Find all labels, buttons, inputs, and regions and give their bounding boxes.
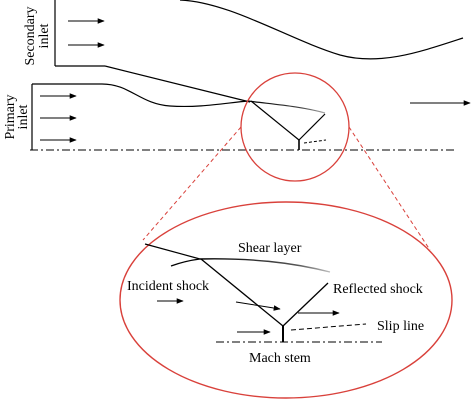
mach-stem-label: Mach stem [249, 351, 311, 366]
secondary-inlet-label: Secondary [23, 6, 38, 65]
slip-line-label: Slip line [377, 319, 424, 334]
detail-flow-arrow [235, 301, 281, 311]
nozzle-lower-detail [170, 258, 201, 267]
zoom-guide-left [142, 126, 242, 241]
zoom-circle-small [240, 72, 350, 182]
primary-inlet-label: Primary [3, 94, 18, 139]
zoom-guide-right [348, 126, 431, 251]
shear-layer-small [247, 100, 326, 114]
incident-shock-detail [200, 258, 284, 327]
reflected-shock-label: Reflected shock [333, 282, 423, 297]
nozzle-lip-detail [144, 243, 201, 260]
primary-nozzle-contour [101, 83, 249, 108]
shear-layer-detail [199, 258, 331, 273]
slip-line-detail [290, 323, 367, 331]
shear-layer-label: Shear layer [238, 241, 302, 256]
reflected-shock-small [298, 113, 326, 141]
splitter-upper-surface [104, 65, 251, 103]
zoom-ellipse-large [119, 201, 453, 399]
slip-line-small [303, 139, 327, 144]
incident-shock-label: Incident shock [127, 279, 209, 294]
primary-inlet-label-2: inlet [16, 104, 31, 129]
secondary-inlet-outer-wall [179, 0, 464, 60]
secondary-inlet-label-2: inlet [37, 23, 52, 48]
incident-shock-small [250, 100, 300, 141]
reflected-shock-detail [282, 282, 329, 327]
